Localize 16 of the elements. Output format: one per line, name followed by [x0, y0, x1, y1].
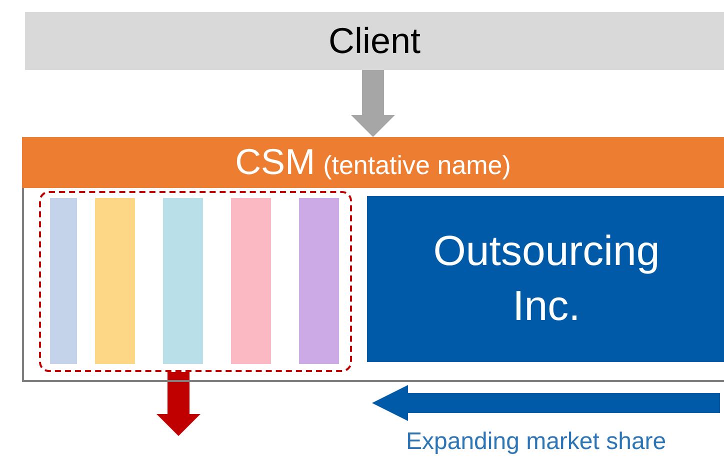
client-band	[25, 12, 724, 70]
header-title: CSM	[235, 141, 316, 183]
color-bar	[163, 198, 203, 364]
block-arrow	[351, 70, 395, 137]
color-bar	[50, 198, 77, 364]
caption-text: Expanding market share	[406, 428, 666, 456]
band-title: Client	[328, 20, 421, 62]
color-bar	[95, 198, 135, 364]
platform-frame	[22, 137, 724, 382]
color-bar	[299, 198, 339, 364]
color-bar	[231, 198, 271, 364]
company-box	[367, 196, 724, 362]
block-arrow	[156, 372, 200, 436]
company-name: Outsourcing Inc.	[432, 226, 661, 331]
dashed-group-box	[39, 191, 352, 372]
header-subtitle: (tentative name)	[323, 150, 511, 181]
